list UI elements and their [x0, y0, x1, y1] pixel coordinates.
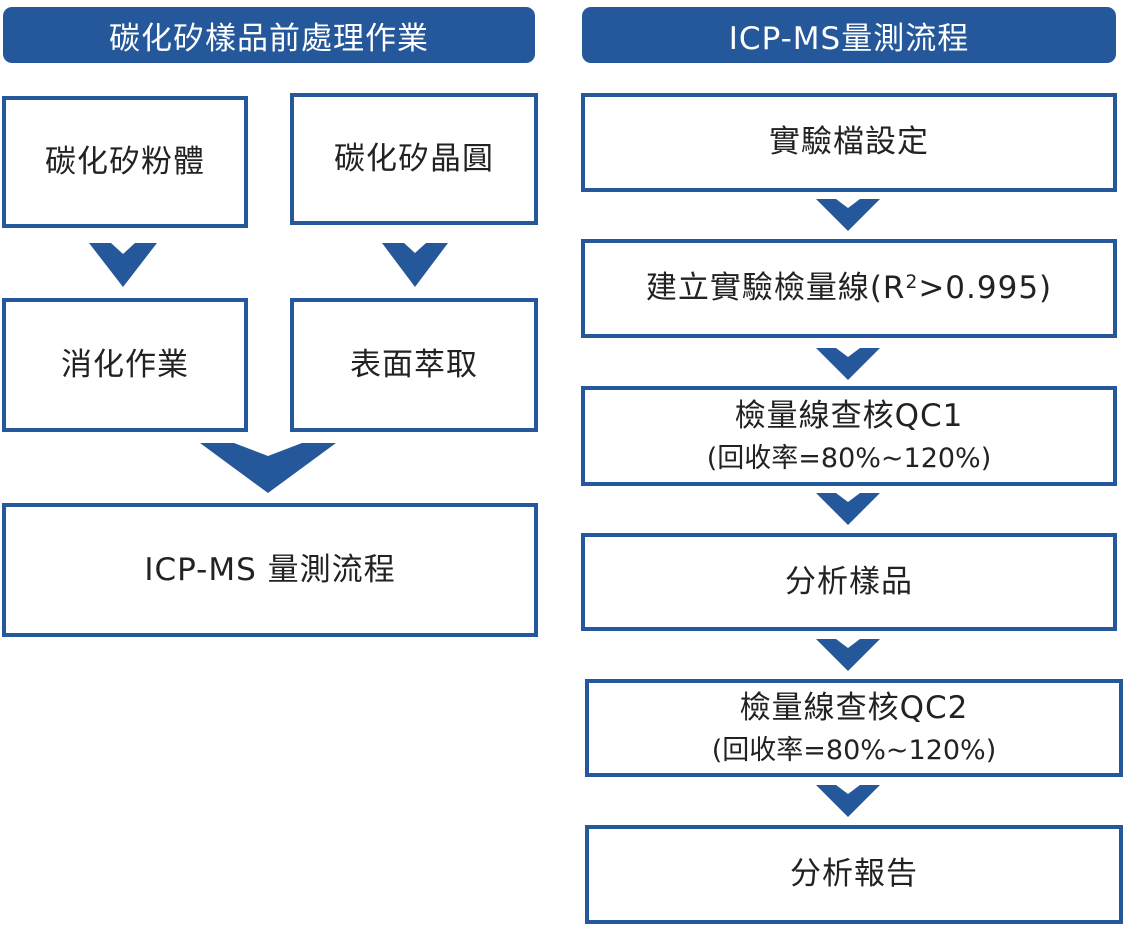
box-sic-powder-label: 碳化矽粉體 — [45, 143, 205, 180]
step-calibration-curve: 建立實驗檢量線(R2>0.995) — [581, 239, 1117, 338]
step-experiment-setup-label: 實驗檔設定 — [769, 124, 929, 161]
chevron-down-icon — [816, 199, 880, 231]
step-analyze-samples: 分析樣品 — [581, 533, 1117, 631]
step-qc2-title: 檢量線查核QC2 — [739, 689, 969, 726]
box-digestion: 消化作業 — [2, 298, 248, 432]
step-qc1-check: 檢量線查核QC1 (回收率=80%~120%) — [581, 386, 1117, 486]
step-analysis-report-label: 分析報告 — [790, 856, 918, 893]
right-header-label: ICP-MS量測流程 — [728, 20, 970, 57]
box-sic-wafer: 碳化矽晶圓 — [290, 93, 538, 225]
box-digestion-label: 消化作業 — [61, 346, 189, 383]
box-sic-wafer-label: 碳化矽晶圓 — [334, 140, 494, 177]
step-qc2-check: 檢量線查核QC2 (回收率=80%~120%) — [585, 679, 1123, 777]
step-analysis-report: 分析報告 — [585, 825, 1123, 924]
step-qc1-title: 檢量線查核QC1 — [734, 397, 964, 434]
step-qc1-recovery: (回收率=80%~120%) — [706, 442, 992, 474]
step-analyze-samples-label: 分析樣品 — [785, 563, 913, 600]
chevron-down-icon — [816, 785, 880, 817]
calibration-superscript: 2 — [905, 271, 919, 293]
step-experiment-setup: 實驗檔設定 — [581, 93, 1117, 192]
step-calibration-curve-label: 建立實驗檢量線(R2>0.995) — [646, 266, 1052, 311]
step-qc2-recovery: (回收率=80%~120%) — [711, 734, 997, 766]
box-icp-ms-process: ICP-MS 量測流程 — [2, 503, 538, 637]
chevron-down-icon — [816, 348, 880, 380]
box-surface-extraction: 表面萃取 — [290, 298, 538, 432]
chevron-down-icon — [816, 639, 880, 671]
left-header-label: 碳化矽樣品前處理作業 — [109, 20, 429, 57]
chevron-down-icon — [89, 243, 157, 287]
calibration-threshold: >0.995) — [918, 270, 1053, 307]
calibration-text: 建立實驗檢量線(R — [645, 270, 906, 307]
box-surface-extraction-label: 表面萃取 — [350, 346, 478, 383]
chevron-down-icon — [816, 493, 880, 525]
chevron-down-icon — [200, 443, 336, 493]
chevron-down-icon — [382, 243, 448, 287]
left-header: 碳化矽樣品前處理作業 — [3, 7, 535, 63]
box-sic-powder: 碳化矽粉體 — [2, 96, 248, 228]
box-icp-ms-process-label: ICP-MS 量測流程 — [144, 551, 396, 588]
right-header: ICP-MS量測流程 — [582, 7, 1116, 63]
